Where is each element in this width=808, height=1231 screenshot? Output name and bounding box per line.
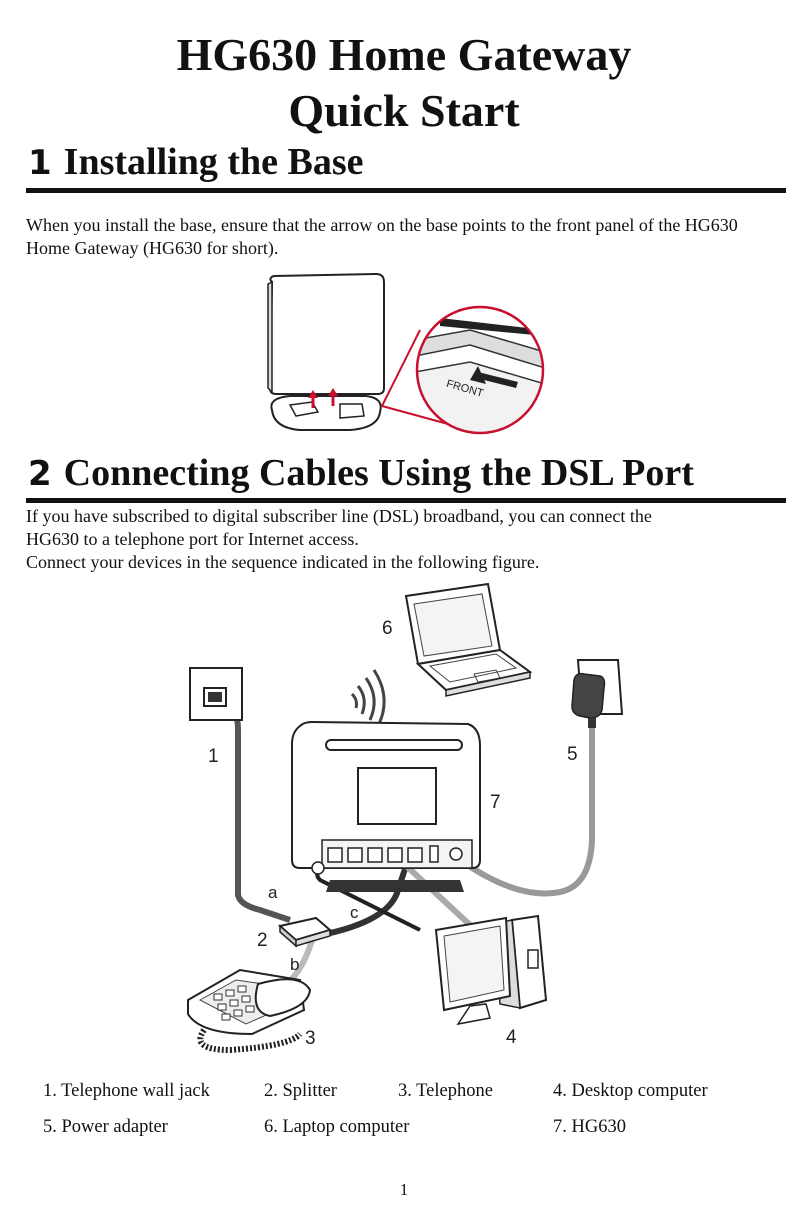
- section2-heading: 2 Connecting Cables Using the DSL Port: [28, 451, 694, 496]
- front-label: FRONT: [445, 378, 485, 400]
- phone-line-cable: [222, 699, 291, 923]
- label-7: 7: [490, 792, 501, 813]
- front-arrow-callout: FRONT: [415, 305, 545, 435]
- section1-heading-text: Installing the Base: [63, 141, 364, 183]
- telephone-cable: [274, 939, 315, 993]
- caption-5: 5. Power adapter: [43, 1117, 168, 1137]
- laptop-computer-illustration: [404, 582, 533, 697]
- label-4: 4: [506, 1027, 517, 1048]
- page-number: 1: [399, 1180, 409, 1199]
- telephone-illustration: [187, 968, 312, 1054]
- label-2: 2: [257, 930, 268, 951]
- label-c: c: [350, 903, 359, 922]
- section1-rule: [26, 188, 786, 193]
- section1-heading: 1 Installing the Base: [28, 140, 364, 185]
- telephone-wall-jack-illustration: [189, 667, 243, 721]
- label-a: a: [268, 883, 278, 902]
- document-title-line2: Quick Start: [288, 85, 520, 136]
- caption-6: 6. Laptop computer: [264, 1117, 410, 1137]
- router-on-base-illustration: [267, 272, 385, 431]
- document-title-line1: HG630 Home Gateway: [176, 29, 632, 80]
- section2-paragraph-line1: If you have subscribed to digital subscr…: [26, 506, 652, 526]
- section2-heading-text: Connecting Cables Using the DSL Port: [63, 452, 694, 494]
- label-6: 6: [382, 618, 393, 639]
- label-1: 1: [208, 746, 219, 767]
- section2-paragraph-line2: HG630 to a telephone port for Internet a…: [26, 529, 359, 549]
- label-b: b: [290, 955, 299, 974]
- caption-2: 2. Splitter: [264, 1081, 337, 1101]
- desktop-computer-illustration: [434, 914, 548, 1026]
- section1-paragraph: When you install the base, ensure that t…: [26, 215, 738, 258]
- caption-7: 7. HG630: [553, 1117, 626, 1137]
- section2-paragraph: If you have subscribed to digital subscr…: [26, 505, 786, 574]
- section1-number: 1: [28, 143, 52, 183]
- dsl-cable: [325, 859, 411, 937]
- power-cable: [464, 720, 595, 897]
- caption-4: 4. Desktop computer: [553, 1081, 708, 1101]
- section2-paragraph-line3: Connect your devices in the sequence ind…: [26, 552, 540, 572]
- lan-cable: [397, 857, 473, 928]
- power-adapter-illustration: [571, 659, 624, 728]
- wireless-signal-icon: [350, 669, 386, 727]
- section2-rule: [26, 498, 786, 503]
- hg630-router-illustration: [291, 720, 481, 892]
- label-5: 5: [567, 744, 578, 765]
- label-3: 3: [305, 1028, 316, 1049]
- caption-1: 1. Telephone wall jack: [43, 1081, 210, 1101]
- section2-number: 2: [28, 454, 52, 494]
- caption-3: 3. Telephone: [398, 1081, 493, 1101]
- splitter-illustration: [277, 916, 333, 948]
